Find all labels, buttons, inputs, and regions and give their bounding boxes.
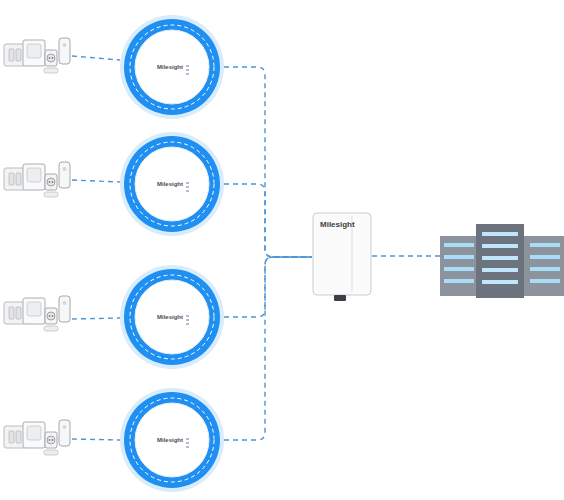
brand-logo: Milesight: [320, 221, 355, 229]
network-link: [224, 257, 312, 317]
brand-logo: Milesight: [157, 437, 183, 443]
sensor-node: Milesight: [120, 132, 224, 236]
brand-logo: Milesight: [157, 181, 183, 187]
device-group: [4, 162, 70, 197]
device-group: [4, 296, 70, 331]
device-link: [72, 56, 120, 60]
device-group: [4, 420, 70, 455]
device-link: [72, 439, 120, 440]
brand-logo: Milesight: [157, 314, 183, 320]
gateway-node: Milesight: [312, 212, 372, 302]
sensor-node: Milesight: [120, 388, 224, 492]
server-icon: [440, 224, 564, 298]
device-group: [4, 38, 70, 73]
network-link: [224, 184, 312, 257]
sensor-node: Milesight: [120, 15, 224, 119]
device-link: [72, 180, 120, 182]
brand-logo: Milesight: [157, 64, 183, 70]
sensor-node: Milesight: [120, 265, 224, 369]
network-link: [224, 257, 312, 440]
device-link: [72, 318, 120, 319]
network-link: [224, 67, 312, 257]
uplink-line: [372, 255, 440, 256]
